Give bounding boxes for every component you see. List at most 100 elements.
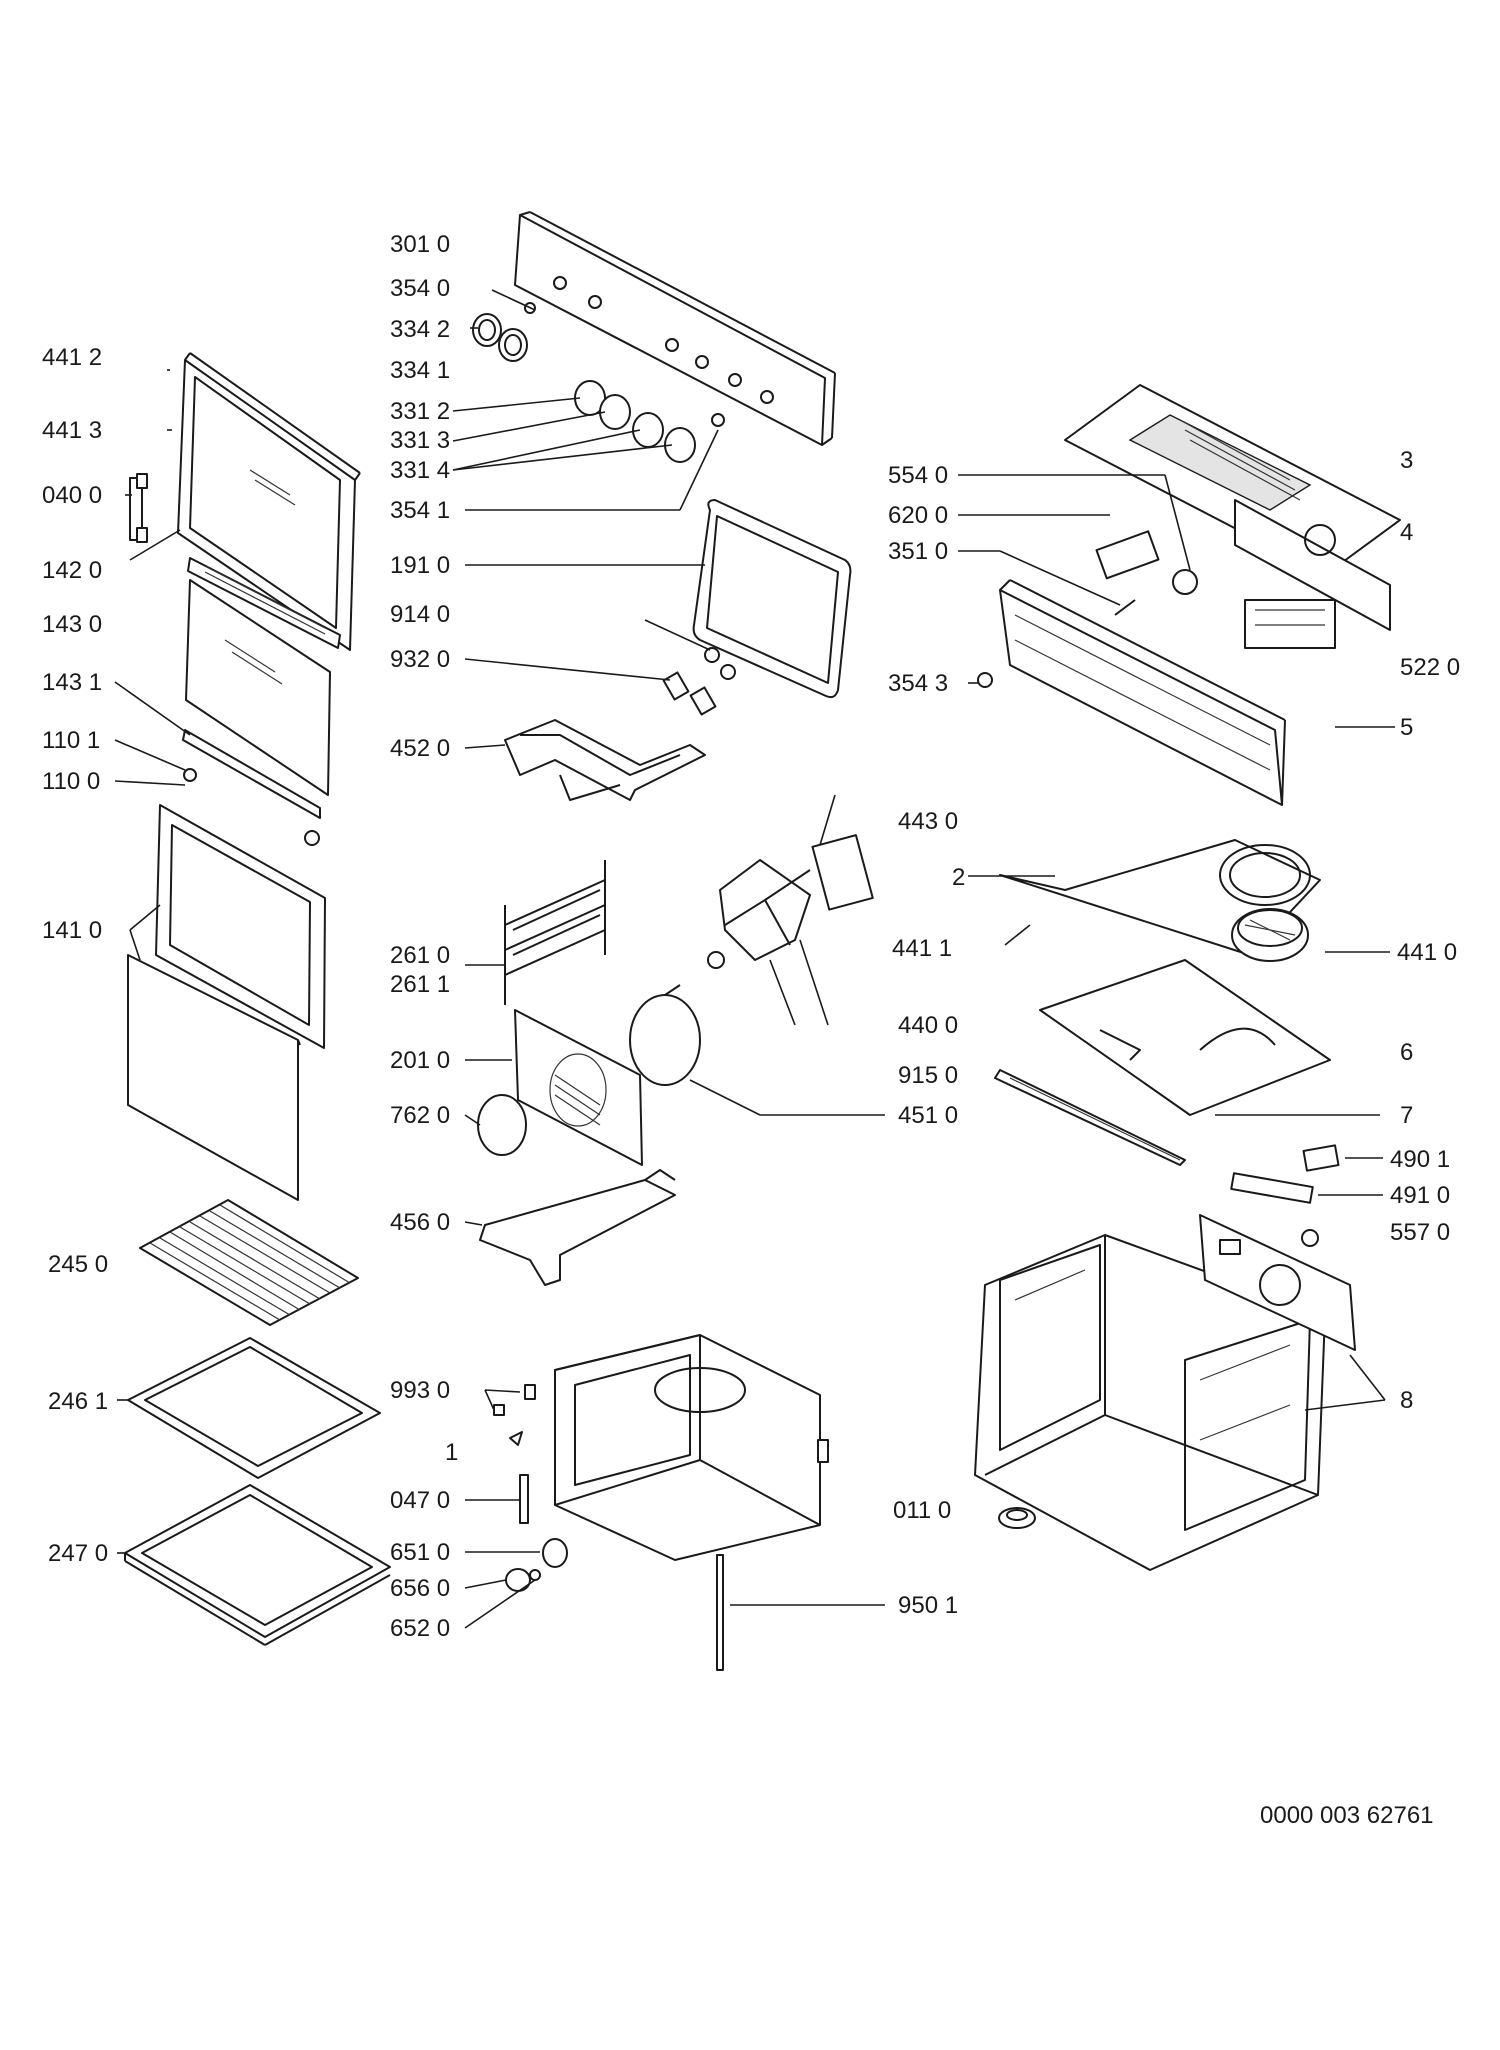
label-247-0: 247 0 xyxy=(48,1540,108,1567)
front-frame-rail xyxy=(999,579,1286,806)
leader-lines xyxy=(114,289,1395,1629)
label-040-0: 040 0 xyxy=(42,482,102,509)
label-141-0: 141 0 xyxy=(42,917,102,944)
front-trim-strip xyxy=(994,1069,1186,1166)
knobs-small xyxy=(472,302,536,362)
label-331-4: 331 4 xyxy=(390,457,450,484)
heating-element-top xyxy=(504,719,706,801)
door-handle-part xyxy=(129,473,148,543)
label-443-0: 443 0 xyxy=(898,808,958,835)
label-656-0: 656 0 xyxy=(390,1575,450,1602)
fan-gasket xyxy=(477,1094,527,1156)
label-7: 7 xyxy=(1400,1102,1413,1129)
label-4: 4 xyxy=(1400,519,1413,546)
label-522-0: 522 0 xyxy=(1400,654,1460,681)
label-047-0: 047 0 xyxy=(390,1487,450,1514)
label-143-1: 143 1 xyxy=(42,669,102,696)
label-354-0: 354 0 xyxy=(390,275,450,302)
label-246-1: 246 1 xyxy=(48,1388,108,1415)
grid-shelf xyxy=(139,1199,359,1326)
label-2: 2 xyxy=(952,864,965,891)
label-441-0: 441 0 xyxy=(1397,939,1457,966)
label-762-0: 762 0 xyxy=(390,1102,450,1129)
label-201-0: 201 0 xyxy=(390,1047,450,1074)
label-914-0: 914 0 xyxy=(390,601,450,628)
label-6: 6 xyxy=(1400,1039,1413,1066)
label-245-0: 245 0 xyxy=(48,1251,108,1278)
air-duct-plate xyxy=(1039,959,1331,1116)
label-334-2: 334 2 xyxy=(390,316,450,343)
label-354-1: 354 1 xyxy=(390,497,450,524)
label-441-2: 441 2 xyxy=(42,344,102,371)
heating-element-bottom xyxy=(479,1169,676,1286)
label-652-0: 652 0 xyxy=(390,1615,450,1642)
label-011-0: 011 0 xyxy=(893,1497,951,1524)
door-rear-glass xyxy=(127,954,301,1201)
terminal-block xyxy=(1230,1144,1340,1247)
label-915-0: 915 0 xyxy=(898,1062,958,1089)
shelf-supports xyxy=(504,860,606,1005)
fan-cover xyxy=(514,1009,643,1166)
oven-cavity xyxy=(554,1334,829,1561)
label-950-1: 950 1 xyxy=(898,1592,958,1619)
label-620-0: 620 0 xyxy=(888,502,948,529)
knobs-large xyxy=(574,380,725,463)
label-354-3: 354 3 xyxy=(888,670,948,697)
element-screws xyxy=(662,647,736,716)
top-cover xyxy=(1064,384,1401,576)
label-142-0: 142 0 xyxy=(42,557,102,584)
label-456-0: 456 0 xyxy=(390,1209,450,1236)
door-outer-frame xyxy=(177,352,361,651)
label-331-2: 331 2 xyxy=(390,398,450,425)
label-651-0: 651 0 xyxy=(390,1539,450,1566)
label-8: 8 xyxy=(1400,1387,1413,1414)
label-490-1: 490 1 xyxy=(1390,1146,1450,1173)
label-557-0: 557 0 xyxy=(1390,1219,1450,1246)
label-441-3: 441 3 xyxy=(42,417,102,444)
label-451-0: 451 0 xyxy=(898,1102,958,1129)
door-inner-glass xyxy=(185,579,331,796)
oven-casing xyxy=(974,1234,1326,1571)
oven-door-seal xyxy=(692,499,852,699)
fan-blade-motor xyxy=(707,834,874,969)
door-lower-strip xyxy=(182,729,321,846)
cavity-gasket-strip xyxy=(716,1554,724,1671)
circular-element xyxy=(629,984,701,1086)
back-panel xyxy=(1199,1214,1356,1351)
foot-part xyxy=(998,1507,1036,1529)
control-panel xyxy=(514,211,836,446)
label-1: 1 xyxy=(445,1439,458,1466)
document-code: 0000 003 62761 xyxy=(1260,1802,1434,1829)
label-441-1: 441 1 xyxy=(892,935,952,962)
label-351-0: 351 0 xyxy=(888,538,948,565)
electronics-board xyxy=(1234,499,1391,649)
label-334-1: 334 1 xyxy=(390,357,450,384)
thermostat-bulb xyxy=(977,599,1136,688)
label-3: 3 xyxy=(1400,447,1413,474)
label-993-0: 993 0 xyxy=(390,1377,450,1404)
label-110-1: 110 1 xyxy=(42,727,100,754)
label-261-0: 261 0 xyxy=(390,942,450,969)
label-5: 5 xyxy=(1400,714,1413,741)
label-452-0: 452 0 xyxy=(390,735,450,762)
label-191-0: 191 0 xyxy=(390,552,450,579)
label-261-1: 261 1 xyxy=(390,971,450,998)
door-vent-strip xyxy=(187,557,341,649)
small-hardware xyxy=(493,1384,568,1592)
tangential-fan xyxy=(1231,908,1309,962)
label-301-0: 301 0 xyxy=(390,231,450,258)
switch-block xyxy=(1095,530,1198,595)
callout-labels: 301 0 354 0 334 2 334 1 331 2 331 3 331 … xyxy=(42,231,1460,1829)
label-932-0: 932 0 xyxy=(390,646,450,673)
label-554-0: 554 0 xyxy=(888,462,948,489)
baking-tray xyxy=(127,1337,381,1479)
label-143-0: 143 0 xyxy=(42,611,102,638)
door-front-glass xyxy=(155,804,326,1049)
label-491-0: 491 0 xyxy=(1390,1182,1450,1209)
drip-pan xyxy=(124,1484,391,1646)
label-110-0: 110 0 xyxy=(42,768,100,795)
label-440-0: 440 0 xyxy=(898,1012,958,1039)
label-331-3: 331 3 xyxy=(390,427,450,454)
